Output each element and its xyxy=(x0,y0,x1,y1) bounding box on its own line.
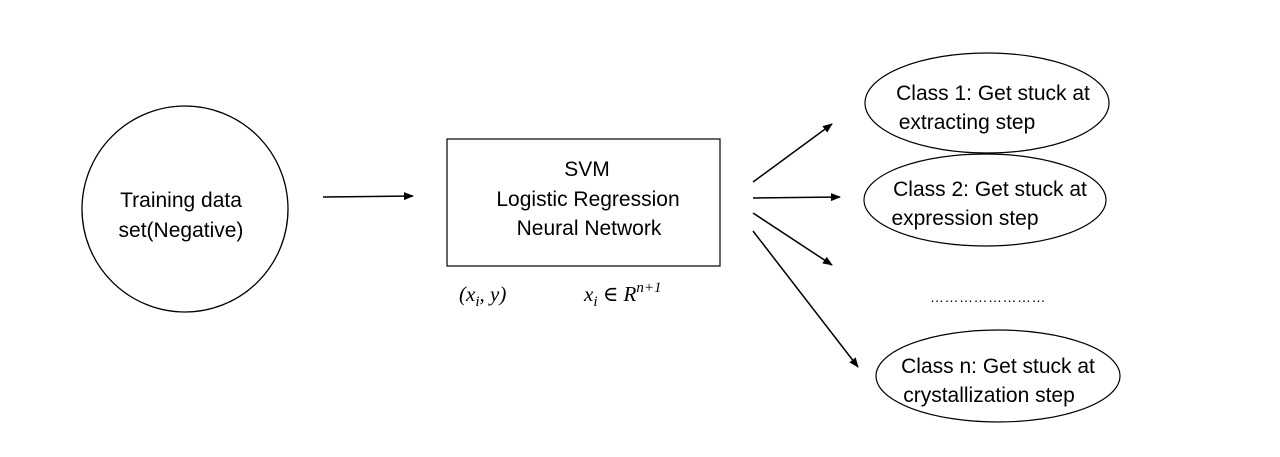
class-1-label-line1: Class 1: Get stuck at xyxy=(896,82,1090,105)
arrow-to-class-n xyxy=(752,230,859,368)
pair-subscript: i xyxy=(475,294,479,310)
training-data-circle xyxy=(81,105,289,313)
training-data-node: Training data set(Negative) xyxy=(81,105,289,313)
membership-mid: ∈ R xyxy=(598,282,637,306)
pair-open: (x xyxy=(459,282,476,306)
membership-superscript: n+1 xyxy=(636,280,661,296)
arrow-to-class-2 xyxy=(752,193,841,202)
model-box-rect xyxy=(446,138,721,267)
class-2-ellipse xyxy=(863,153,1107,247)
class-1-label-line2: extracting step xyxy=(899,111,1036,134)
model-neural-network-label: Neural Network xyxy=(517,217,662,240)
model-svm-label: SVM xyxy=(564,158,610,181)
class-n-label-line2: crystallization step xyxy=(903,384,1075,407)
class-2-label-line2: expression step xyxy=(891,207,1038,230)
sample-pair-annotation: (xi, y) xyxy=(459,282,506,310)
model-box: SVM Logistic Regression Neural Network xyxy=(446,138,721,267)
arrow-to-class-ellipsis xyxy=(752,212,833,266)
training-data-label-line2: set(Negative) xyxy=(119,219,244,242)
class-1-ellipse xyxy=(864,52,1110,154)
model-logistic-regression-label: Logistic Regression xyxy=(496,188,679,211)
input-to-model-arrow xyxy=(322,192,414,201)
class-n-ellipse xyxy=(875,329,1121,423)
class-2-node: Class 2: Get stuck at expression step xyxy=(863,153,1107,247)
more-classes-ellipsis: …………………… xyxy=(930,289,1046,305)
class-2-label-line1: Class 2: Get stuck at xyxy=(893,178,1087,201)
training-data-label-line1: Training data xyxy=(120,189,242,212)
arrow-to-class-1 xyxy=(752,123,833,183)
pair-close: , y) xyxy=(480,282,507,306)
class-n-node: Class n: Get stuck at crystallization st… xyxy=(875,329,1121,423)
class-n-label-line1: Class n: Get stuck at xyxy=(901,355,1095,378)
membership-var: x xyxy=(583,282,594,306)
class-1-node: Class 1: Get stuck at extracting step xyxy=(864,52,1110,154)
membership-subscript: i xyxy=(593,294,597,310)
feature-space-annotation: xi ∈ Rn+1 xyxy=(583,280,662,310)
